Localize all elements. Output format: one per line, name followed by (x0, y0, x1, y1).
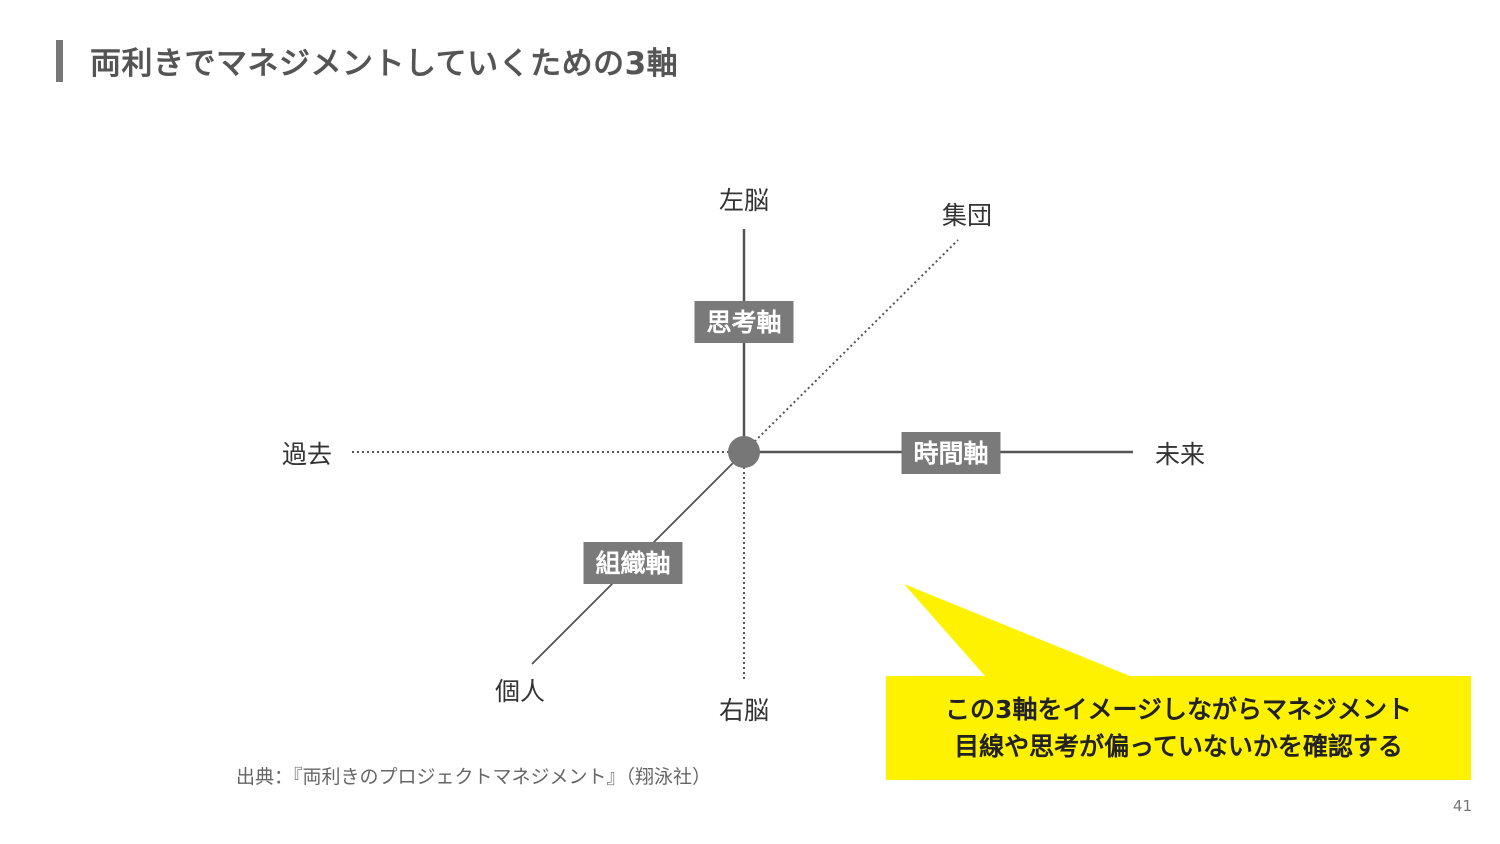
callout-box: この3軸をイメージしながらマネジメント 目線や思考が偏っていないかを確認する (886, 676, 1471, 780)
center-point (728, 436, 760, 468)
endpoint-left-brain: 左脳 (718, 186, 770, 215)
thinking-axis-label: 思考軸 (694, 301, 794, 343)
organization-axis-label: 組織軸 (583, 542, 683, 584)
title-accent-bar (56, 40, 63, 82)
organization-axis-upper-line (743, 239, 959, 453)
callout-line-2: 目線や思考が偏っていないかを確認する (954, 732, 1403, 761)
callout-line-1: この3軸をイメージしながらマネジメント (945, 695, 1412, 724)
page-number: 41 (1452, 797, 1472, 815)
endpoint-past: 過去 (281, 440, 333, 469)
endpoint-group: 集団 (941, 201, 993, 230)
slide-title: 両利きでマネジメントしていくための3軸 (90, 46, 679, 82)
endpoint-right-brain: 右脳 (718, 696, 770, 725)
source-citation: 出典：『両利きのプロジェクトマネジメント』（翔泳社） (236, 766, 712, 788)
endpoint-future: 未来 (1154, 440, 1206, 469)
time-axis-label: 時間軸 (901, 432, 1001, 474)
endpoint-individual: 個人 (494, 677, 546, 706)
callout-pointer (904, 584, 1130, 676)
